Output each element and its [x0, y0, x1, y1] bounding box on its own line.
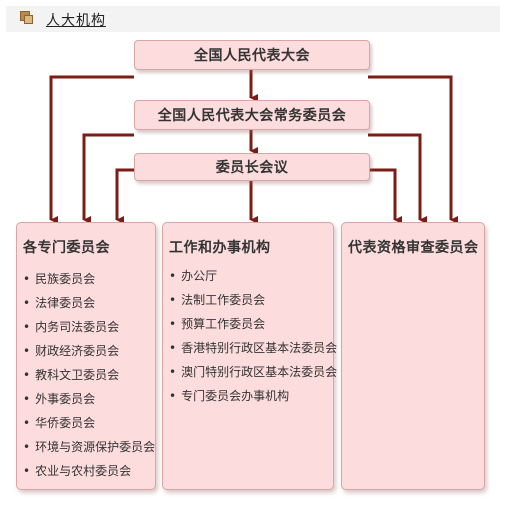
list-item[interactable]: •法律委员会	[23, 296, 96, 310]
list-item[interactable]: •环境与资源保护委员会	[23, 440, 156, 454]
list-item[interactable]: •财政经济委员会	[23, 344, 120, 358]
arrow-npc-to-special-committees	[49, 75, 134, 224]
list-item[interactable]: •澳门特别行政区基本法委员会	[169, 365, 338, 379]
panel-title-working-bodies[interactable]: 工作和办事机构	[169, 240, 271, 256]
node-standing-committee[interactable]: 全国人民代表大会常务委员会	[134, 100, 370, 130]
list-item[interactable]: •华侨委员会	[23, 416, 96, 430]
panel-special-committees: 各专门委员会 •民族委员会 •法律委员会 •内务司法委员会 •财政经济委员会 •…	[16, 222, 156, 490]
list-item[interactable]: •香港特别行政区基本法委员会	[169, 341, 338, 355]
arrow-chairmen-to-special-committees	[115, 168, 134, 224]
panel-working-bodies: 工作和办事机构 •办公厅 •法制工作委员会 •预算工作委员会 •香港特别行政区基…	[162, 222, 337, 490]
node-npc[interactable]: 全国人民代表大会	[134, 40, 370, 70]
list-item[interactable]: •内务司法委员会	[23, 320, 120, 334]
working-bodies-list: •办公厅 •法制工作委员会 •预算工作委员会 •香港特别行政区基本法委员会 •澳…	[169, 264, 337, 408]
panel-credentials-committee: 代表资格审查委员会	[341, 222, 485, 490]
list-item[interactable]: •外事委员会	[23, 392, 96, 406]
list-item[interactable]: •专门委员会办事机构	[169, 389, 290, 403]
list-item[interactable]: •民族委员会	[23, 272, 96, 286]
page-title-link[interactable]: 人大机构	[46, 13, 106, 29]
arrow-standing-to-credentials	[368, 133, 427, 224]
list-item[interactable]: •农业与农村委员会	[23, 464, 132, 478]
list-item[interactable]: •教科文卫委员会	[23, 368, 120, 382]
panel-title-special-committees[interactable]: 各专门委员会	[23, 240, 110, 256]
arrow-chairmen-to-credentials	[368, 168, 402, 224]
folder-icon	[20, 11, 33, 24]
header-bar: 人大机构	[6, 6, 500, 32]
arrow-npc-to-credentials	[368, 75, 458, 224]
panel-title-credentials-committee[interactable]: 代表资格审查委员会	[348, 240, 479, 256]
node-council-of-chairmen[interactable]: 委员长会议	[134, 153, 370, 181]
list-item[interactable]: •办公厅	[169, 269, 218, 283]
list-item[interactable]: •法制工作委员会	[169, 293, 266, 307]
arrow-standing-to-special-committees	[82, 133, 134, 224]
list-item[interactable]: •预算工作委员会	[169, 317, 266, 331]
special-committees-list: •民族委员会 •法律委员会 •内务司法委员会 •财政经济委员会 •教科文卫委员会…	[23, 267, 155, 483]
